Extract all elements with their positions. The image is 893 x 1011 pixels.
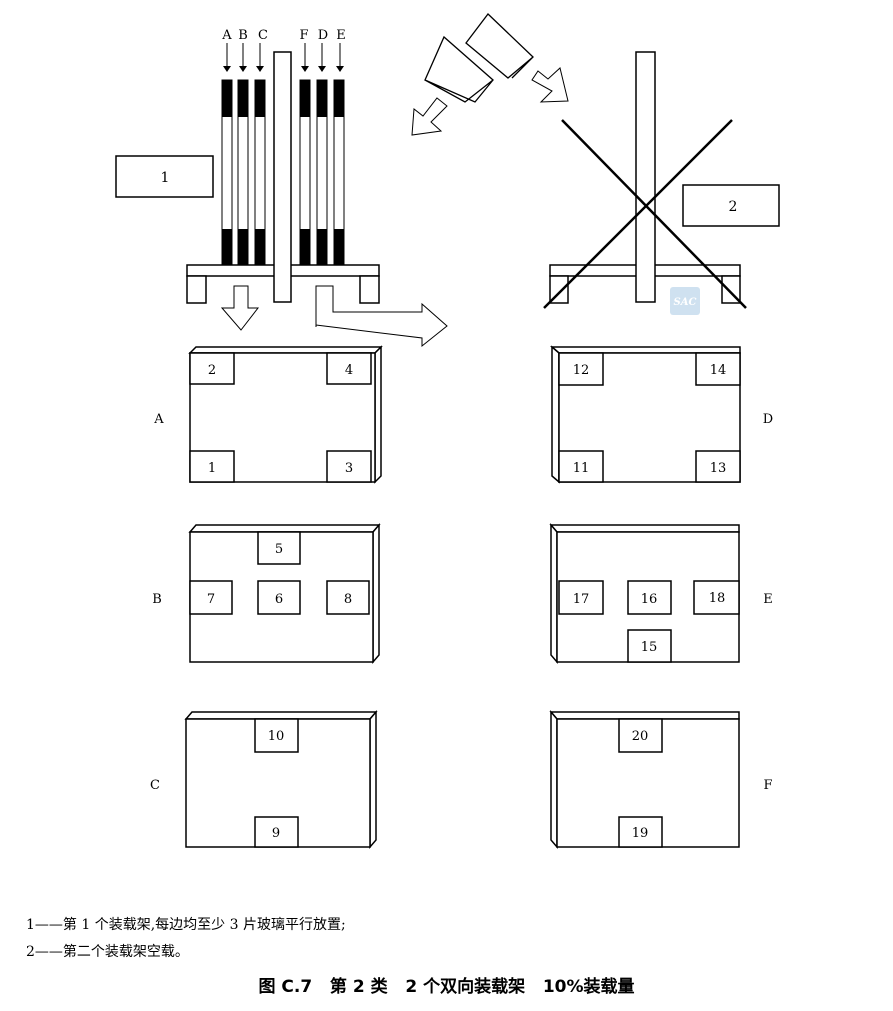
lite-label: C (258, 28, 268, 43)
stand-label-box-1 (115, 155, 214, 198)
down-hollow-arrow (220, 285, 260, 331)
sensor-box (695, 352, 741, 386)
lite-label: D (318, 28, 328, 43)
sensor-number: 4 (345, 363, 353, 378)
sensor-number: 18 (709, 591, 726, 606)
glass-triangles (424, 13, 534, 103)
right-stand-post (635, 51, 656, 303)
sensor-box (618, 816, 663, 848)
sensor-number: 8 (344, 592, 352, 607)
sensor-box (627, 580, 672, 615)
view-letter-e: E (763, 592, 773, 607)
left-stand-foot-left (186, 275, 207, 304)
view-letter-b: B (152, 592, 162, 607)
panel-e (549, 522, 740, 665)
hollow-arrows-top (411, 67, 569, 136)
panel-c (184, 709, 378, 850)
right-loading-stand (549, 51, 741, 304)
sensor-number: 14 (710, 363, 727, 378)
stand-label-box-2 (682, 184, 780, 227)
view-letter-f: F (763, 778, 772, 793)
sensor-number: 16 (641, 592, 658, 607)
view-letter-d: D (763, 412, 773, 427)
glass-lite (254, 79, 266, 266)
sensor-number: 5 (275, 542, 283, 557)
sensor-number: 12 (573, 363, 590, 378)
lite-label: A (221, 28, 232, 43)
stand-label-1: 1 (161, 170, 170, 186)
sensor-box (558, 580, 604, 615)
glass-lite (333, 79, 345, 266)
sensor-box (618, 718, 663, 753)
glass-lite (299, 79, 311, 266)
sensor-box (695, 450, 741, 483)
sensor-box (326, 352, 372, 385)
sensor-box (254, 718, 299, 753)
lite-labels: A B C F D E (221, 28, 345, 43)
hollow-arrows-left (220, 285, 448, 348)
legend-line-1: 1——第 1 个装载架,每边均至少 3 片玻璃平行放置; (26, 917, 346, 933)
panel-d (549, 345, 741, 484)
sensor-number: 19 (632, 826, 649, 841)
glass-prism-right (465, 13, 534, 79)
sensor-number: 6 (275, 592, 283, 607)
sensor-box (257, 580, 301, 615)
watermark-text: SAC (674, 297, 697, 308)
sensor-box (326, 580, 370, 615)
view-letter-c: C (150, 778, 160, 793)
glass-lites (221, 79, 345, 266)
sensor-box (189, 450, 235, 483)
down-right-hollow-arrow (531, 67, 569, 103)
left-stand-foot-right (359, 275, 380, 304)
sensor-box (189, 352, 235, 385)
sensor-number: 7 (207, 592, 215, 607)
sensor-number: 20 (632, 729, 649, 744)
glass-lite (316, 79, 328, 266)
sensor-box (558, 352, 604, 386)
stand-label-2: 2 (729, 199, 738, 215)
cross-out-mark (543, 119, 747, 309)
view-letter-a: A (153, 412, 164, 427)
sensor-number: 13 (710, 461, 727, 476)
sensor-box (558, 450, 604, 483)
sensor-number: 11 (573, 461, 590, 476)
left-loading-stand (186, 51, 380, 304)
sensor-box (257, 531, 301, 565)
sensor-number: 10 (268, 729, 285, 744)
sensor-number: 15 (641, 640, 658, 655)
down-left-hollow-arrow (411, 97, 448, 136)
glass-lite (237, 79, 249, 266)
sensor-box (189, 580, 233, 615)
sensor-number: 17 (573, 592, 590, 607)
lite-label: E (336, 28, 346, 43)
glass-prism-left (424, 35, 495, 103)
figure-caption: 图 C.7 第 2 类 2 个双向装载架 10%装载量 (258, 977, 635, 997)
panel-a (188, 345, 383, 484)
legend-line-2: 2——第二个装载架空载。 (26, 944, 189, 960)
lite-label: B (238, 28, 248, 43)
sensor-number: 1 (208, 461, 216, 476)
sensor-number: 9 (272, 826, 280, 841)
loading-stand-diagram: A B C F D E 1 2 SAC (115, 13, 780, 850)
sensor-box (254, 816, 299, 848)
left-stand-post (273, 51, 292, 303)
panel-f (549, 709, 740, 850)
sensor-box (693, 580, 740, 615)
bent-hollow-arrow (315, 285, 448, 348)
lite-label: F (299, 28, 308, 43)
watermark-logo: SAC (670, 287, 700, 315)
sensor-box (326, 450, 372, 483)
sensor-box (627, 629, 672, 663)
panel-b (188, 522, 381, 665)
sensor-number: 3 (345, 461, 353, 476)
sensor-number: 2 (208, 363, 216, 378)
lite-label-arrows (223, 43, 344, 72)
glass-lite (221, 79, 233, 266)
